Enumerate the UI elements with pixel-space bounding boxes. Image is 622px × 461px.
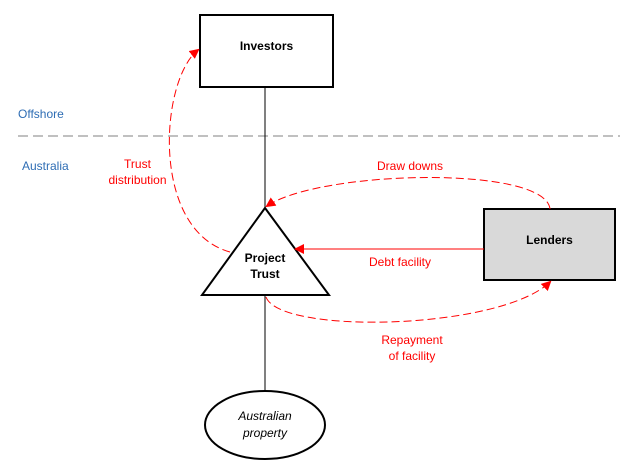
investors-box xyxy=(199,14,334,88)
lenders-label: Lenders xyxy=(526,233,573,247)
project-trust-label-2: Trust xyxy=(250,267,280,281)
investors-label: Investors xyxy=(239,39,294,53)
australia-label: Australia xyxy=(22,159,69,173)
repayment-label-2: of facility xyxy=(388,349,436,363)
property-label-1: Australian xyxy=(238,409,292,423)
trust-distribution-label-2: distribution xyxy=(108,173,167,187)
project-trust-label-1: Project xyxy=(244,251,286,265)
trust-distribution-label-1: Trust xyxy=(124,157,151,171)
trust-distribution-arrow xyxy=(168,48,231,253)
draw-downs-arrow xyxy=(265,177,551,210)
repayment-label-1: Repayment xyxy=(381,333,443,347)
draw-downs-label: Draw downs xyxy=(376,159,444,173)
repayment-arrow xyxy=(265,280,552,323)
lenders-box xyxy=(483,208,616,281)
offshore-label: Offshore xyxy=(18,107,64,121)
property-label-2: property xyxy=(242,426,288,440)
australian-property-ellipse xyxy=(204,390,326,460)
debt-facility-label: Debt facility xyxy=(368,255,432,269)
